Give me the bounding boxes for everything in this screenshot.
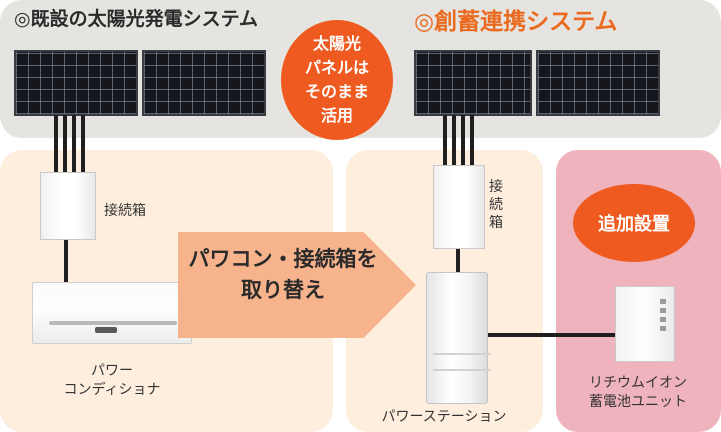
power-conditioner-existing xyxy=(32,282,192,344)
junction-box-existing xyxy=(40,172,96,240)
existing-system-title: ◎既設の太陽光発電システム xyxy=(14,8,259,30)
solar-panel-left-2 xyxy=(142,50,266,116)
indicator-icon xyxy=(660,299,666,304)
cable xyxy=(461,115,465,167)
badge-line: 太陽光 xyxy=(312,34,361,53)
label-char: 接 xyxy=(489,179,503,195)
indicator-icon xyxy=(660,317,666,322)
cable xyxy=(456,248,460,272)
label-char: 続 xyxy=(489,197,503,214)
panels-reused-badge: 太陽光 パネルは そのまま 活用 xyxy=(281,20,393,140)
solar-panel-right-1 xyxy=(414,50,532,116)
badge-line: 活用 xyxy=(320,106,353,125)
battery-unit-label: リチウムイオン 蓄電池ユニット xyxy=(562,374,714,412)
label-char: 箱 xyxy=(489,215,503,232)
label-line: パワー xyxy=(91,363,133,379)
indicator-icon xyxy=(660,326,666,331)
badge-line: そのまま xyxy=(304,82,369,101)
label-line: 蓄電池ユニット xyxy=(589,393,687,410)
conditioner-connector xyxy=(95,327,117,333)
replace-arrow-text: パワコン・接続箱を 取り替え xyxy=(178,244,388,306)
replace-arrow xyxy=(178,232,416,338)
arrow-line: パワコン・接続箱を xyxy=(188,247,378,271)
lithium-ion-battery-unit xyxy=(615,286,675,362)
solar-panel-right-2 xyxy=(536,50,660,116)
cable xyxy=(81,115,85,177)
power-conditioner-label: パワー コンディショナ xyxy=(56,362,168,400)
cable xyxy=(54,115,58,177)
cable xyxy=(63,115,67,177)
label-line: リチウムイオン xyxy=(589,375,687,391)
cable xyxy=(452,115,456,167)
solar-panel-left-1 xyxy=(14,50,138,116)
junction-box-vertical-label: 接 続 箱 xyxy=(488,178,504,233)
linked-system-title: ◎創蓄連携システム xyxy=(414,9,618,35)
badge-line: パネルは xyxy=(304,58,369,77)
junction-box-new xyxy=(433,165,485,249)
cable xyxy=(486,333,616,337)
indicator-icon xyxy=(660,308,666,313)
label-line: コンディショナ xyxy=(63,381,161,398)
cable xyxy=(470,115,474,167)
cable xyxy=(72,115,76,177)
station-panel-line xyxy=(433,369,491,371)
station-panel-line xyxy=(433,353,491,355)
power-station xyxy=(426,272,491,404)
arrow-line: 取り替え xyxy=(241,278,325,302)
junction-box-label: 接続箱 xyxy=(104,203,146,219)
conditioner-strip xyxy=(49,321,177,325)
cable xyxy=(443,115,447,167)
cable xyxy=(64,240,68,284)
additional-install-badge: 追加設置 xyxy=(573,184,695,262)
power-station-label: パワーステーション xyxy=(381,409,507,425)
